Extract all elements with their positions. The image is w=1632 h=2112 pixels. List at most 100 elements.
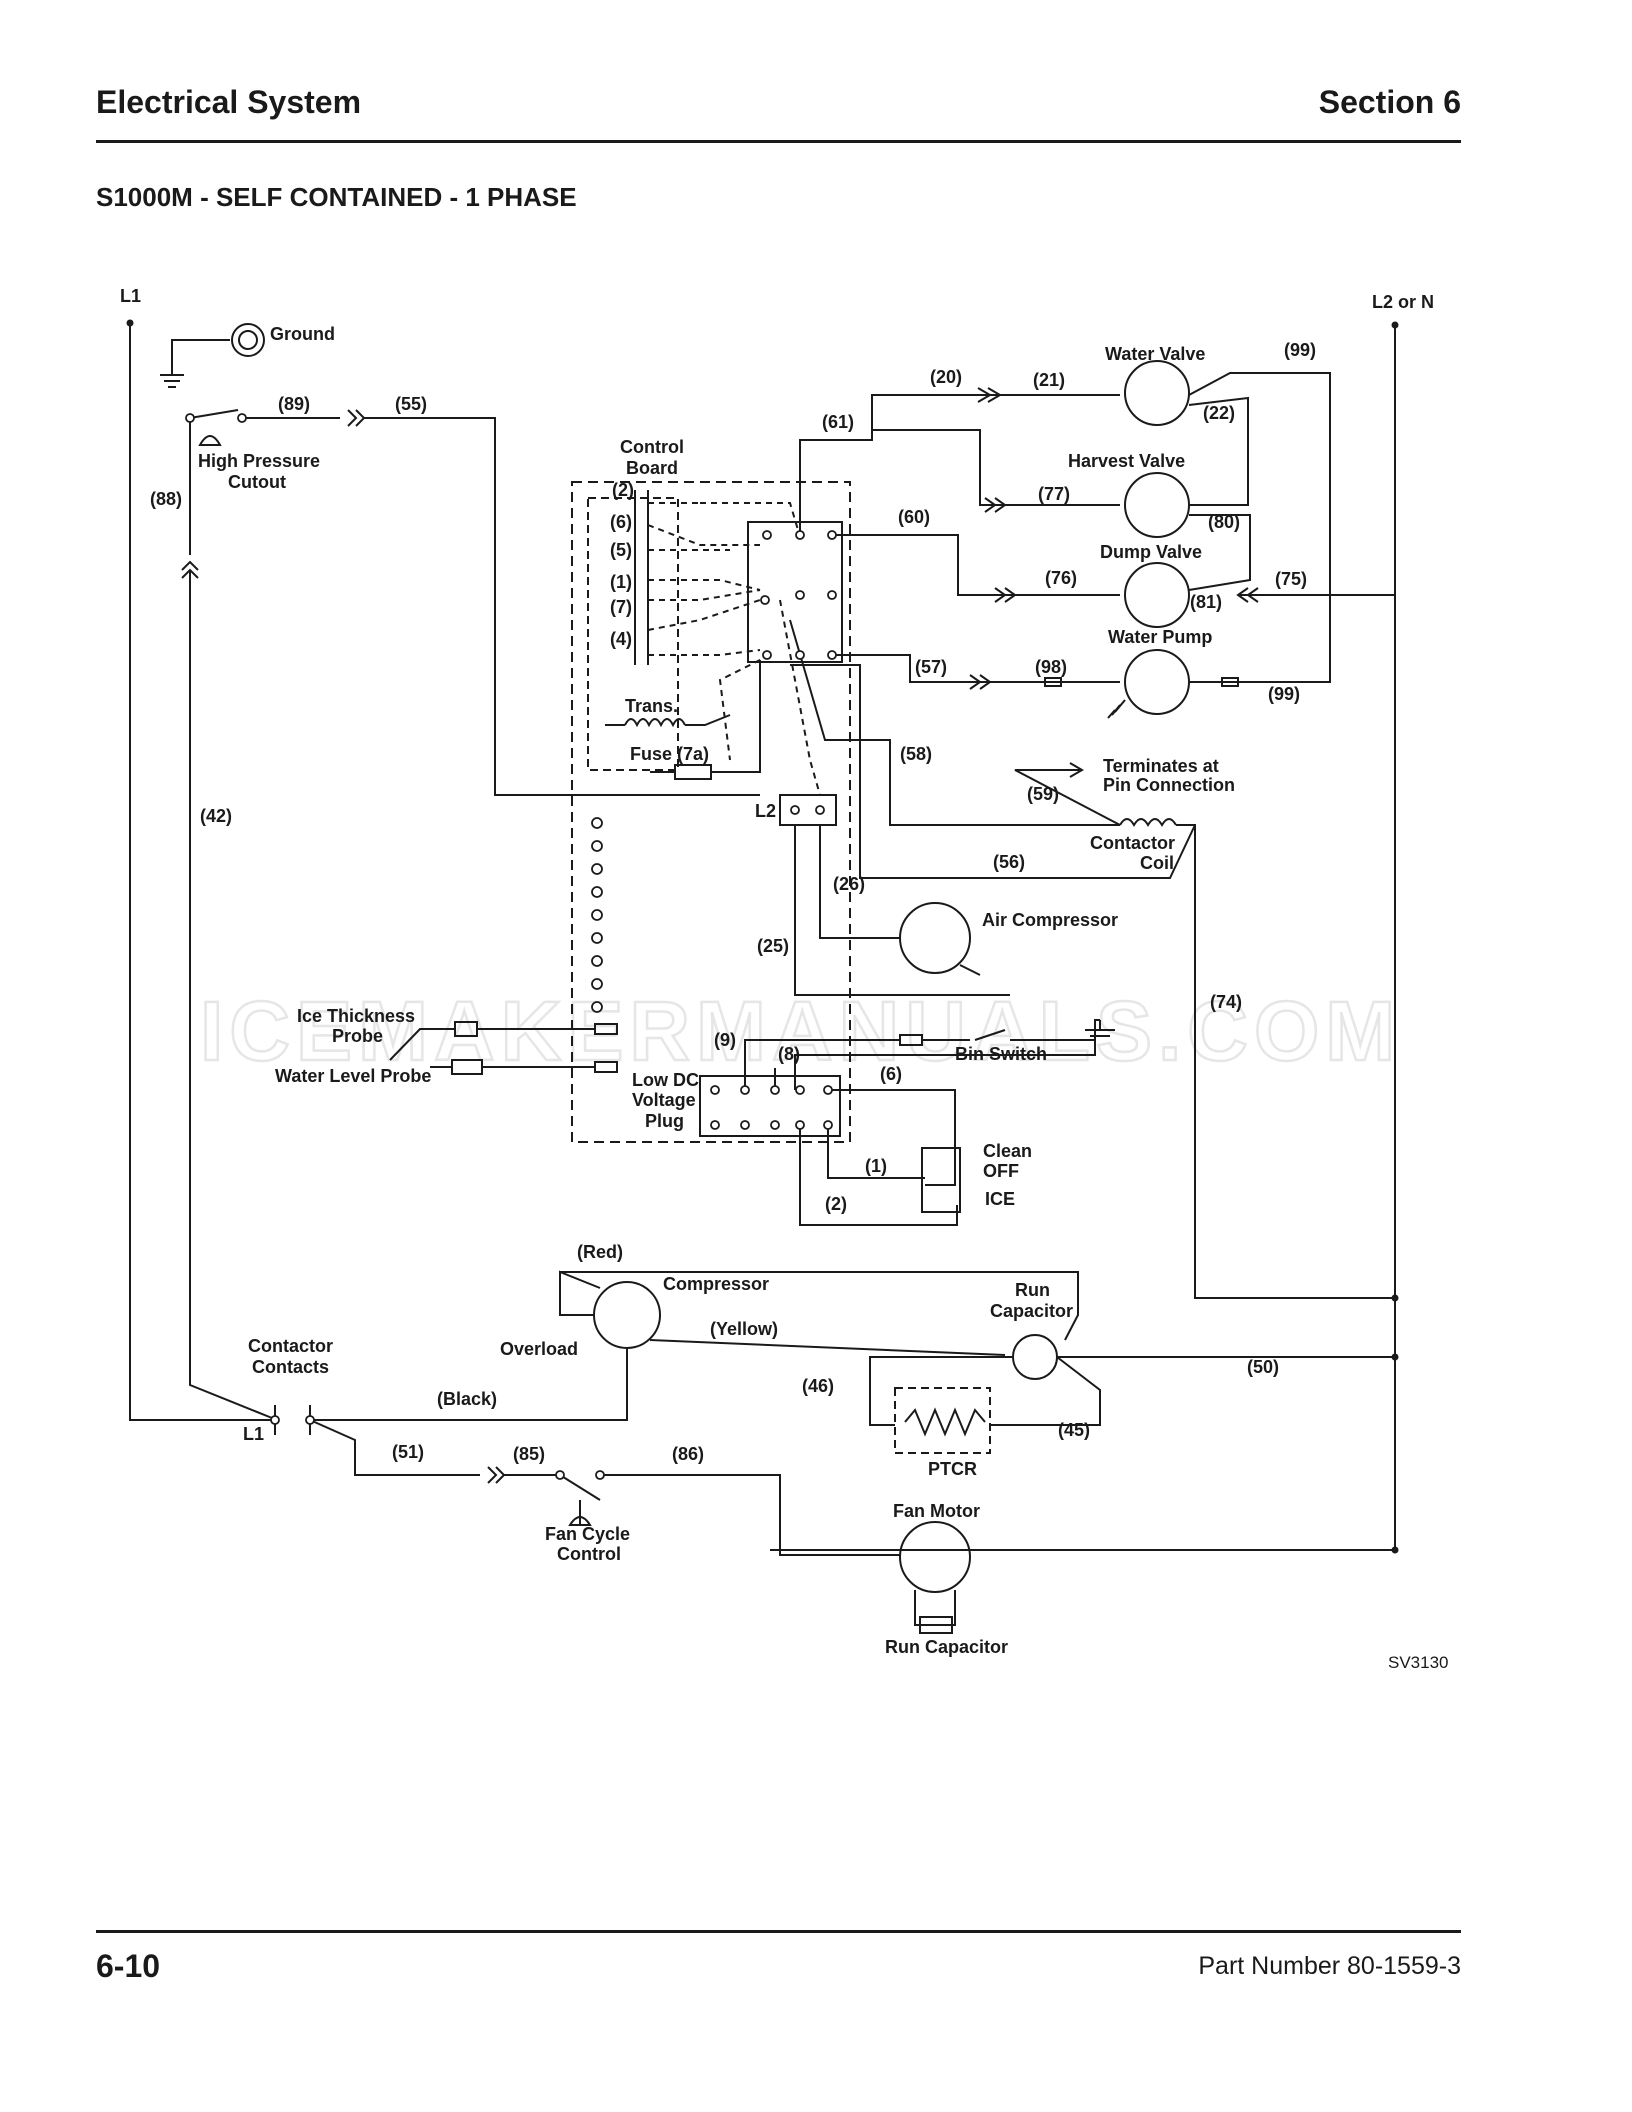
section-title: Electrical System — [96, 84, 362, 120]
contact-1: (1) — [610, 572, 632, 592]
contact-2: (2) — [612, 480, 634, 500]
label-terminates: Terminates at — [1103, 756, 1219, 776]
label-water-level-probe: Water Level Probe — [275, 1066, 431, 1086]
label-fan-run-capacitor: Run Capacitor — [885, 1637, 1008, 1657]
label-contactor-contacts-1: Contactor — [248, 1336, 333, 1356]
label-clean: Clean — [983, 1141, 1032, 1161]
diagram-labels: L1 L2 or N Ground (89) (55) High Pressur… — [120, 286, 1449, 1672]
wire-76: (76) — [1045, 568, 1077, 588]
wire-99-top: (99) — [1284, 340, 1316, 360]
label-run: Run — [1015, 1280, 1050, 1300]
wire-74: (74) — [1210, 992, 1242, 1012]
ground-inner-icon — [238, 330, 258, 350]
wire-89: (89) — [278, 394, 310, 414]
label-plug: Plug — [645, 1111, 684, 1131]
fan-cycle-control-icon — [568, 1516, 592, 1526]
wire-22: (22) — [1203, 403, 1235, 423]
diagram-title: S1000M - SELF CONTAINED - 1 PHASE — [96, 182, 577, 212]
page-number: 6-10 — [96, 1948, 161, 1984]
wire-88: (88) — [150, 489, 182, 509]
wire-layer — [129, 323, 1396, 1634]
contact-7: (7) — [610, 597, 632, 617]
label-capacitor: Capacitor — [990, 1301, 1073, 1321]
label-high-pressure: High Pressure — [198, 451, 320, 471]
label-l2: L2 or N — [1372, 292, 1434, 312]
section-number: Section 6 — [1318, 84, 1461, 120]
wire-60: (60) — [898, 507, 930, 527]
label-coil: Coil — [1140, 853, 1174, 873]
watermark: ICEMAKERMANUALS.COM — [200, 984, 1401, 1078]
drawing-code: SV3130 — [1388, 1653, 1449, 1672]
wire-45: (45) — [1058, 1420, 1090, 1440]
wire-55: (55) — [395, 394, 427, 414]
wire-21: (21) — [1033, 370, 1065, 390]
wire-59: (59) — [1027, 784, 1059, 804]
label-l2-board: L2 — [755, 801, 776, 821]
wire-26: (26) — [833, 874, 865, 894]
pressure-cutout-icon — [198, 435, 222, 446]
label-l1-bottom: L1 — [243, 1424, 264, 1444]
label-ptcr: PTCR — [928, 1459, 977, 1479]
wire-56: (56) — [993, 852, 1025, 872]
label-overload: Overload — [500, 1339, 578, 1359]
contact-4: (4) — [610, 629, 632, 649]
label-probe: Probe — [332, 1026, 383, 1046]
wire-25: (25) — [757, 936, 789, 956]
label-harvest-valve: Harvest Valve — [1068, 451, 1185, 471]
label-fuse: Fuse (7a) — [630, 744, 709, 764]
label-water-valve: Water Valve — [1105, 344, 1205, 364]
wire-42: (42) — [200, 806, 232, 826]
label-air-compressor: Air Compressor — [982, 910, 1118, 930]
wire-61: (61) — [822, 412, 854, 432]
wire-50: (50) — [1247, 1357, 1279, 1377]
wire-98: (98) — [1035, 657, 1067, 677]
label-pin-connection: Pin Connection — [1103, 775, 1235, 795]
ground-icon — [231, 323, 265, 357]
part-number: Part Number 80-1559-3 — [1198, 1952, 1461, 1980]
wire-yellow: (Yellow) — [710, 1319, 778, 1339]
wire-58: (58) — [900, 744, 932, 764]
wire-1: (1) — [865, 1156, 887, 1176]
contact-5: (5) — [610, 540, 632, 560]
label-control: Control — [620, 437, 684, 457]
label-l1: L1 — [120, 286, 141, 306]
label-fan-cycle: Fan Cycle — [545, 1524, 630, 1544]
label-contactor: Contactor — [1090, 833, 1175, 853]
wire-99-bottom: (99) — [1268, 684, 1300, 704]
wire-9: (9) — [714, 1030, 736, 1050]
wire-86: (86) — [672, 1444, 704, 1464]
label-contactor-contacts-2: Contacts — [252, 1357, 329, 1377]
label-fan-cycle-control: Control — [557, 1544, 621, 1564]
terminal-dots — [126, 319, 1399, 1554]
wire-80: (80) — [1208, 512, 1240, 532]
wire-81: (81) — [1190, 592, 1222, 612]
wire-red: (Red) — [577, 1242, 623, 1262]
wire-8: (8) — [778, 1044, 800, 1064]
label-off: OFF — [983, 1161, 1019, 1181]
label-compressor: Compressor — [663, 1274, 769, 1294]
label-trans: Trans. — [625, 696, 678, 716]
header-rule — [96, 140, 1461, 143]
wire-75: (75) — [1275, 569, 1307, 589]
footer-rule — [96, 1930, 1461, 1933]
wire-black: (Black) — [437, 1389, 497, 1409]
wire-46: (46) — [802, 1376, 834, 1396]
label-water-pump: Water Pump — [1108, 627, 1212, 647]
label-cutout: Cutout — [228, 472, 286, 492]
label-ground: Ground — [270, 324, 335, 344]
wire-77: (77) — [1038, 484, 1070, 504]
label-low-dc: Low DC — [632, 1070, 699, 1090]
terminal-rings — [185, 413, 837, 1480]
wire-6: (6) — [880, 1064, 902, 1084]
label-ice: ICE — [985, 1189, 1015, 1209]
wire-2: (2) — [825, 1194, 847, 1214]
label-board: Board — [626, 458, 678, 478]
label-fan-motor: Fan Motor — [893, 1501, 980, 1521]
wire-57: (57) — [915, 657, 947, 677]
wire-20: (20) — [930, 367, 962, 387]
label-dump-valve: Dump Valve — [1100, 542, 1202, 562]
label-ice-thickness: Ice Thickness — [297, 1006, 415, 1026]
label-voltage: Voltage — [632, 1090, 696, 1110]
label-bin-switch: Bin Switch — [955, 1044, 1047, 1064]
